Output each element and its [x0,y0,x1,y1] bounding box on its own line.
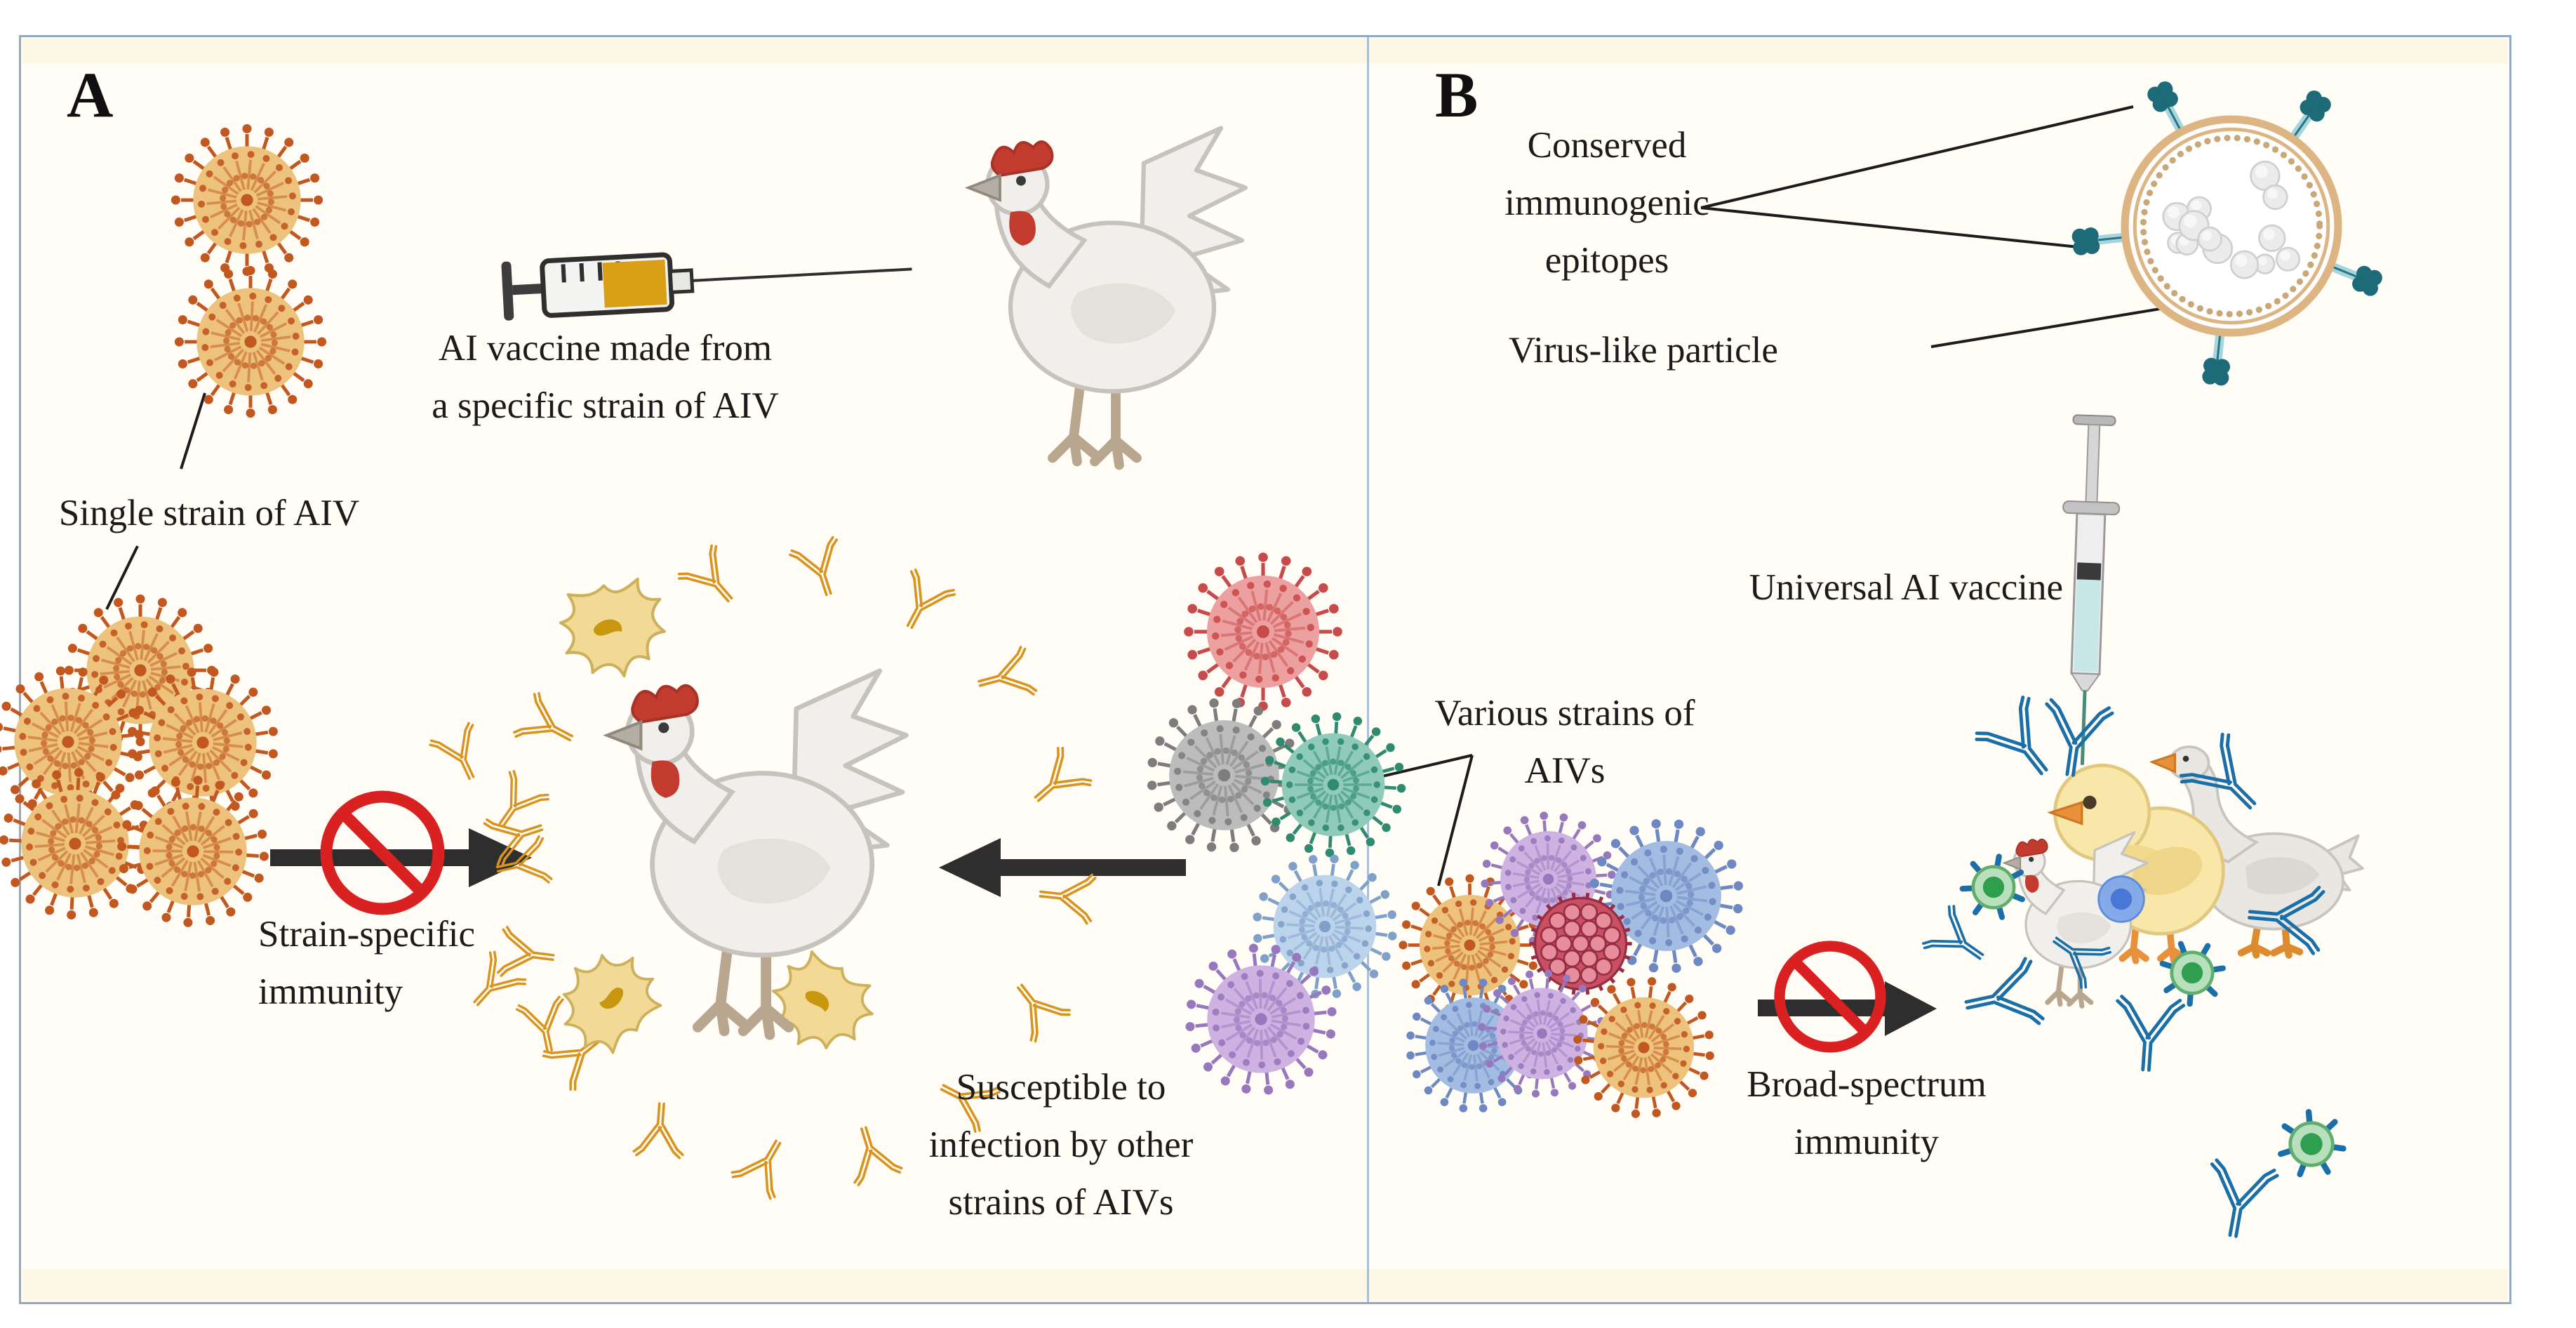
antibody-icon [2187,1144,2293,1250]
b-cell-icon [2095,872,2148,926]
universal-vaccine-label: Universal AI vaccine [1740,559,2063,616]
aiv-virus-icon [149,240,352,444]
aiv-virus-icon [110,650,295,835]
broad-spectrum-line1: Broad-spectrum [1747,1064,1987,1105]
antibody-icon [487,917,562,992]
dendritic-cell-icon [541,562,680,701]
susceptible-line3: strains of AIVs [948,1182,1174,1223]
single-strain-label: Single strain of AIV [27,484,392,542]
broad-spectrum-line2: immunity [1794,1122,1940,1163]
antibody-icon [449,937,540,1028]
red-aiv-virus-icon [1179,547,1347,716]
broad-spectrum-immunity-label: Broad-spectrum immunity [1691,1056,2042,1171]
conserved-line3: epitopes [1544,240,1669,281]
chicken-icon [561,642,940,1063]
strain-specific-immunity-label: Strain-specific immunity [258,905,581,1021]
aiv-virus-icon [60,590,221,751]
no-entry-icon [1767,934,1893,1060]
antibody-icon [2100,982,2198,1080]
antibody-icon [505,985,582,1061]
antibody-icon [2024,684,2128,788]
antibody-icon [878,555,969,646]
antibody-icon [2240,869,2339,968]
antibody-icon [473,757,563,846]
various-strains-line2: AIVs [1524,750,1606,792]
susceptible-line2: infection by other [928,1124,1194,1166]
virus-like-particle-icon [2067,61,2396,391]
top-tint-band [22,39,2508,64]
green-immune-cell-icon [2262,1094,2361,1194]
purple-aiv-virus-icon [1173,931,1350,1108]
aiv-virus-icon [166,119,328,281]
strain-vaccine-caption: AI vaccine made from a specific strain o… [414,319,796,434]
lightblue-aiv-virus-icon [1238,839,1412,1014]
bottom-tint-band [22,1269,2508,1300]
antibody-icon [966,635,1049,717]
green-immune-cell-icon [2142,922,2243,1023]
dendritic-cell-icon [737,924,898,1085]
conserved-line1: Conserved [1527,125,1687,166]
antibody-icon [830,1114,914,1198]
antibody-icon [500,679,591,770]
antibody-icon [1956,677,2083,804]
single-strain-text: Single strain of AIV [58,493,360,533]
strain-vaccine-syringe-icon [489,220,918,340]
antibody-icon [2032,910,2125,1002]
antibody-icon [624,1097,695,1169]
universal-vaccine-syringe-icon [2048,411,2128,771]
antibody-icon [528,1010,622,1105]
antibody-icon [923,1055,1013,1146]
panel-divider [1367,37,1369,1302]
antibody-icon [472,795,556,879]
crimson-virus-icon [1512,875,1649,1012]
teal-aiv-virus-icon [1239,690,1427,879]
strain-specific-line2: immunity [258,971,403,1013]
strain-vaccine-caption-line2: a specific strain of AIV [432,385,779,427]
various-strains-line1: Various strains of [1434,693,1695,733]
conserved-line2: immunogenic [1504,182,1709,224]
vlp-label-text: Virus-like particle [1509,330,1778,371]
purple-aiv-virus-icon [1461,952,1623,1115]
antibody-icon [1011,732,1106,827]
conserved-epitopes-label: Conserved immunogenic epitopes [1432,117,1782,289]
antibody-icon [991,962,1086,1057]
blue-aiv-virus-icon [1573,803,1759,989]
antibody-icon [486,825,563,901]
susceptible-label: Susceptible to infection by other strain… [879,1058,1243,1231]
panel-a-label: A [67,59,114,131]
no-entry-icon [312,783,453,923]
antibody-icon [1951,943,2060,1051]
antibody-icon [1907,890,2005,988]
panel-b-label: B [1435,59,1479,131]
vlp-label: Virus-like particle [1509,321,1944,379]
strain-specific-line1: Strain-specific [258,914,476,955]
susceptible-line1: Susceptible to [956,1067,1166,1108]
chicken-icon [926,95,1277,498]
antibody-icon [417,710,502,795]
universal-vaccine-text: Universal AI vaccine [1749,567,2063,608]
various-strains-label: Various strains of AIVs [1389,684,1740,799]
antibody-icon [2160,713,2289,842]
dendritic-cell-icon [527,915,690,1078]
antibody-icon [663,530,758,625]
orange-aiv-virus-icon [1560,964,1728,1132]
antibody-icon [1032,860,1107,934]
antibody-icon [778,524,862,609]
green-immune-cell-icon [1954,848,2033,927]
strain-vaccine-caption-line1: AI vaccine made from [438,328,773,368]
aiv-virus-icon [95,754,291,950]
antibody-icon [717,1121,809,1213]
